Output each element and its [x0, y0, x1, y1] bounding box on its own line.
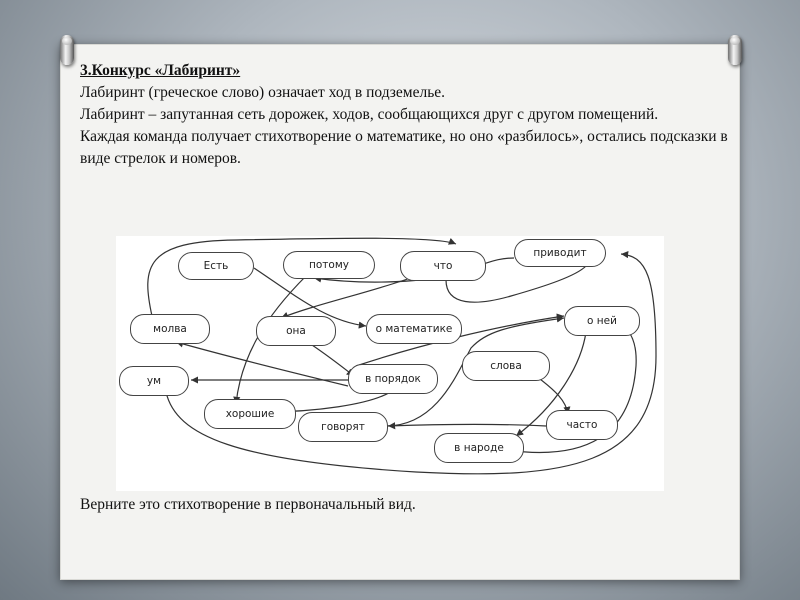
word-node: хорошие — [204, 399, 296, 429]
footer-instruction: Верните это стихотворение в первоначальн… — [80, 496, 416, 513]
pushpin-icon — [60, 35, 74, 65]
word-node: о математике — [366, 314, 462, 344]
word-node: молва — [130, 314, 210, 344]
task-line: Каждая команда получает стихотворение о … — [80, 128, 728, 167]
word-node: говорят — [298, 412, 388, 442]
word-node: она — [256, 316, 336, 346]
word-node: Есть — [178, 252, 254, 280]
slide-heading: 3.Конкурс «Лабиринт» — [80, 62, 241, 79]
word-node: о ней — [564, 306, 640, 336]
word-node: в порядок — [348, 364, 438, 394]
intro-line: Лабиринт (греческое слово) означает ход … — [80, 84, 446, 101]
slide-text: 3.Конкурс «Лабиринт» Лабиринт (греческое… — [80, 60, 740, 170]
labyrinth-diagram: Есть потому что приводит молва она о мат… — [116, 236, 664, 491]
word-node: что — [400, 251, 486, 281]
word-node: потому — [283, 251, 375, 279]
word-node: ум — [119, 366, 189, 396]
word-node: часто — [546, 410, 618, 440]
definition-line: Лабиринт – запутанная сеть дорожек, ходо… — [80, 106, 659, 123]
word-node: приводит — [514, 239, 606, 267]
word-node: в народе — [434, 433, 524, 463]
word-node: слова — [462, 351, 550, 381]
pushpin-icon — [728, 35, 742, 65]
